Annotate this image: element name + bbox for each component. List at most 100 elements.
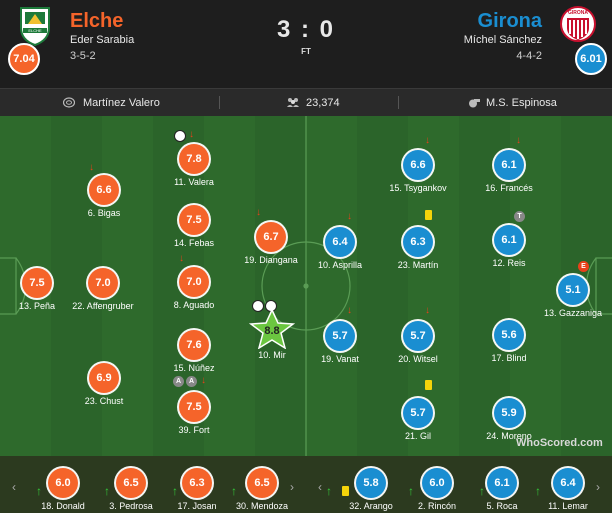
attendance: 23,374 <box>306 97 340 109</box>
player-rating: 5.7 <box>403 321 433 351</box>
player-vanat[interactable]: ↓ 5.7 19. Vanat <box>295 305 385 381</box>
sub-off-arrow-icon: ↓ <box>89 162 94 173</box>
player-tsygankov[interactable]: ↓ 6.6 15. Tsygankov <box>373 135 463 210</box>
player-frances[interactable]: ↓ 6.1 16. Francés <box>464 135 554 210</box>
player-fort[interactable]: A A ↓ 7.5 39. Fort <box>149 375 239 452</box>
substitute-player[interactable]: ↑ 6.3 17. Josan <box>152 456 242 513</box>
substitute-player[interactable]: ↑ 6.1 5. Roca <box>457 456 547 513</box>
player-name: 8. Aguado <box>173 300 215 310</box>
home-formation: 3-5-2 <box>70 50 96 62</box>
home-team-rating: 7.04 <box>8 43 40 75</box>
player-valera[interactable]: ↓ 7.8 11. Valera <box>149 129 239 204</box>
player-name: 32. Arango <box>349 501 393 511</box>
away-coach: Míchel Sánchez <box>463 34 542 46</box>
substitute-player[interactable]: ↑ 6.0 18. Donald <box>18 456 108 513</box>
player-name: 17. Blind <box>491 353 527 363</box>
player-rating: 5.7 <box>325 321 355 351</box>
player-name: 14. Febas <box>173 238 215 248</box>
goal-ball-icon <box>252 300 264 312</box>
substitute-player[interactable]: ↑ 6.5 30. Mendoza <box>217 456 307 513</box>
match-status: FT <box>301 47 311 56</box>
player-bigas[interactable]: ↓ 6.6 6. Bigas <box>59 162 149 235</box>
substitute-player[interactable]: ↑ 6.5 3. Pedrosa <box>86 456 176 513</box>
player-name: 15. Tsygankov <box>389 183 447 193</box>
player-rating: 5.9 <box>494 398 524 428</box>
player-name: 22. Affengruber <box>72 301 134 311</box>
player-rating: 6.7 <box>256 222 286 252</box>
player-name: 39. Fort <box>178 425 210 435</box>
whoscored-logo: WhoScored.com <box>516 437 603 449</box>
elche-crest-icon[interactable]: ELCHE <box>18 6 52 47</box>
player-rating: 5.8 <box>356 468 386 498</box>
substitute-player[interactable]: ↑ 6.0 2. Rincón <box>392 456 482 513</box>
player-rating: 6.6 <box>89 175 119 205</box>
match-header: ELCHE 7.04 Elche Eder Sarabia 3-5-2 3 : … <box>0 0 612 88</box>
sub-on-arrow-icon: ↑ <box>326 484 332 498</box>
substitute-player[interactable]: ↑ 6.4 11. Lemar <box>523 456 612 513</box>
sub-off-arrow-icon: ↓ <box>425 135 430 146</box>
player-rating: 7.0 <box>88 268 118 298</box>
player-rating: 7.5 <box>179 205 209 235</box>
player-name: 13. Peña <box>18 301 56 311</box>
home-team-name[interactable]: Elche <box>70 10 124 32</box>
player-name: 23. Chust <box>84 396 124 406</box>
player-name: 20. Witsel <box>398 354 438 364</box>
player-mir[interactable]: 8.8 10. Mir <box>227 300 317 372</box>
player-rating: 7.5 <box>179 392 209 422</box>
match-info-bar: Martínez Valero 23,374 M.S. Espinosa <box>0 88 612 117</box>
player-rating: 5.7 <box>403 398 433 428</box>
match-score: 3 : 0 <box>276 16 336 43</box>
player-rating: 6.4 <box>553 468 583 498</box>
player-name: 19. Vanat <box>321 354 359 364</box>
player-rating: 7.0 <box>179 267 209 297</box>
pitch: 7.5 13. Peña 7.0 22. Affengruber ↓ 6.6 6… <box>0 116 612 456</box>
sub-on-arrow-icon: ↑ <box>479 484 485 498</box>
girona-crest-icon[interactable]: GIRONA <box>558 4 598 48</box>
player-gazzaniga[interactable]: E 5.1 13. Gazzaniga <box>528 261 612 335</box>
player-name: 23. Martín <box>397 260 439 270</box>
player-name: 6. Bigas <box>87 208 121 218</box>
player-witsel[interactable]: ↓ 5.7 20. Witsel <box>373 305 463 381</box>
pitch-markings <box>0 116 612 456</box>
sub-on-arrow-icon: ↑ <box>535 484 541 498</box>
chevron-left-icon[interactable]: ‹ <box>12 480 16 494</box>
player-rating: 8.8 <box>264 325 279 337</box>
player-blind[interactable]: 5.6 17. Blind <box>464 320 554 380</box>
away-team-name[interactable]: Girona <box>477 10 542 32</box>
chevron-right-icon[interactable]: › <box>290 480 294 494</box>
player-pena[interactable]: 7.5 13. Peña <box>0 268 82 328</box>
stadium-icon <box>63 97 75 108</box>
player-moreno[interactable]: 5.9 24. Moreno <box>464 398 554 456</box>
player-febas[interactable]: 7.5 14. Febas <box>149 205 239 265</box>
player-aguado[interactable]: ↓ 7.0 8. Aguado <box>149 253 239 327</box>
player-name: 12. Reis <box>492 258 526 268</box>
player-rating: 6.1 <box>494 150 524 180</box>
player-name: 5. Roca <box>486 501 518 511</box>
player-reis[interactable]: T 6.1 12. Reis <box>464 211 554 285</box>
player-name: 16. Francés <box>485 183 533 193</box>
player-affengruber[interactable]: 7.0 22. Affengruber <box>58 268 148 328</box>
chevron-left-icon[interactable]: ‹ <box>318 480 322 494</box>
player-gil[interactable]: 5.7 21. Gil <box>373 380 463 456</box>
man-of-the-match-star-icon: 8.8 <box>249 309 295 349</box>
player-diangana[interactable]: ↓ 6.7 19. Diangana <box>226 207 316 282</box>
player-name: 30. Mendoza <box>235 501 289 511</box>
player-rating: 6.3 <box>182 468 212 498</box>
player-asprilla[interactable]: ↓ 6.4 10. Asprilla <box>295 211 385 287</box>
chevron-right-icon[interactable]: › <box>596 480 600 494</box>
player-name: 2. Rincón <box>417 501 457 511</box>
player-name: 13. Gazzaniga <box>543 308 603 318</box>
player-nunez[interactable]: 7.6 15. Núñez <box>149 330 239 390</box>
player-name: 3. Pedrosa <box>109 501 153 511</box>
player-rating: 6.0 <box>48 468 78 498</box>
player-name: 17. Josan <box>177 501 217 511</box>
player-martin[interactable]: 6.3 23. Martín <box>373 210 463 287</box>
elche-crest-text: ELCHE <box>28 28 42 33</box>
player-chust[interactable]: 6.9 23. Chust <box>59 363 149 423</box>
sub-on-arrow-icon: ↑ <box>172 484 178 498</box>
player-rating: 6.5 <box>247 468 277 498</box>
player-rating: 6.6 <box>403 150 433 180</box>
referee-name: M.S. Espinosa <box>486 97 557 109</box>
yellow-card-tag-icon: A <box>173 376 184 387</box>
substitute-player[interactable]: ↑ 5.8 32. Arango <box>326 456 416 513</box>
